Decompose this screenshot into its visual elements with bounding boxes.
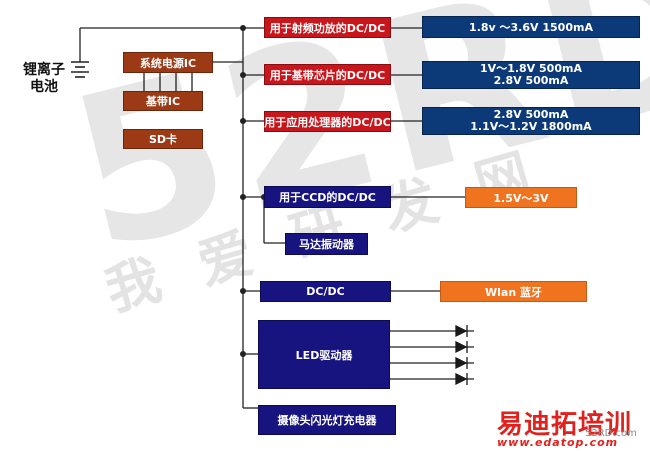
brand-logo-text: 易迪拓培训 <box>497 410 633 440</box>
baseband-output-line2: 2.8V 500mA <box>493 74 569 87</box>
rf-output-block: 1.8v ～3.6V 1500mA <box>422 16 640 38</box>
app-processor-dcdc-block: 用于应用处理器的DC/DC <box>264 111 391 132</box>
ccd-output-block: 1.5V～3V <box>465 187 577 208</box>
baseband-dcdc-block: 用于基带芯片的DC/DC <box>264 64 391 85</box>
baseband-output-line1: 1V～1.8V 500mA <box>480 62 582 75</box>
wlan-bluetooth-block: Wlan 蓝牙 <box>440 281 587 302</box>
sd-card-block: SD卡 <box>123 129 203 149</box>
baseband-output-block: 1V～1.8V 500mA 2.8V 500mA <box>422 61 640 89</box>
camera-flash-charger-block: 摄像头闪光灯充电器 <box>258 405 396 435</box>
battery-label-line2: 电池 <box>30 79 58 95</box>
rf-dcdc-block: 用于射频功放的DC/DC <box>264 17 391 38</box>
app-output-line1: 2.8V 500mA <box>493 108 569 121</box>
app-processor-output-block: 2.8V 500mA 1.1V～1.2V 1800mA <box>422 107 640 135</box>
led-diode-icons <box>455 324 468 386</box>
battery-label-line1: 锂离子 <box>23 62 65 78</box>
baseband-ic-block: 基带IC <box>123 91 203 111</box>
battery-label: 锂离子 电池 <box>20 62 68 96</box>
led-driver-block: LED驱动器 <box>258 320 390 389</box>
generic-dcdc-block: DC/DC <box>260 281 391 302</box>
ccd-dcdc-block: 用于CCD的DC/DC <box>264 186 391 208</box>
brand-website: www.edatop.com <box>497 436 619 449</box>
app-output-line2: 1.1V～1.2V 1800mA <box>470 120 592 133</box>
system-power-ic-block: 系统电源IC <box>123 52 213 73</box>
vibration-motor-block: 马达振动器 <box>285 233 368 255</box>
watermark-website: 52RD.com <box>585 428 637 439</box>
